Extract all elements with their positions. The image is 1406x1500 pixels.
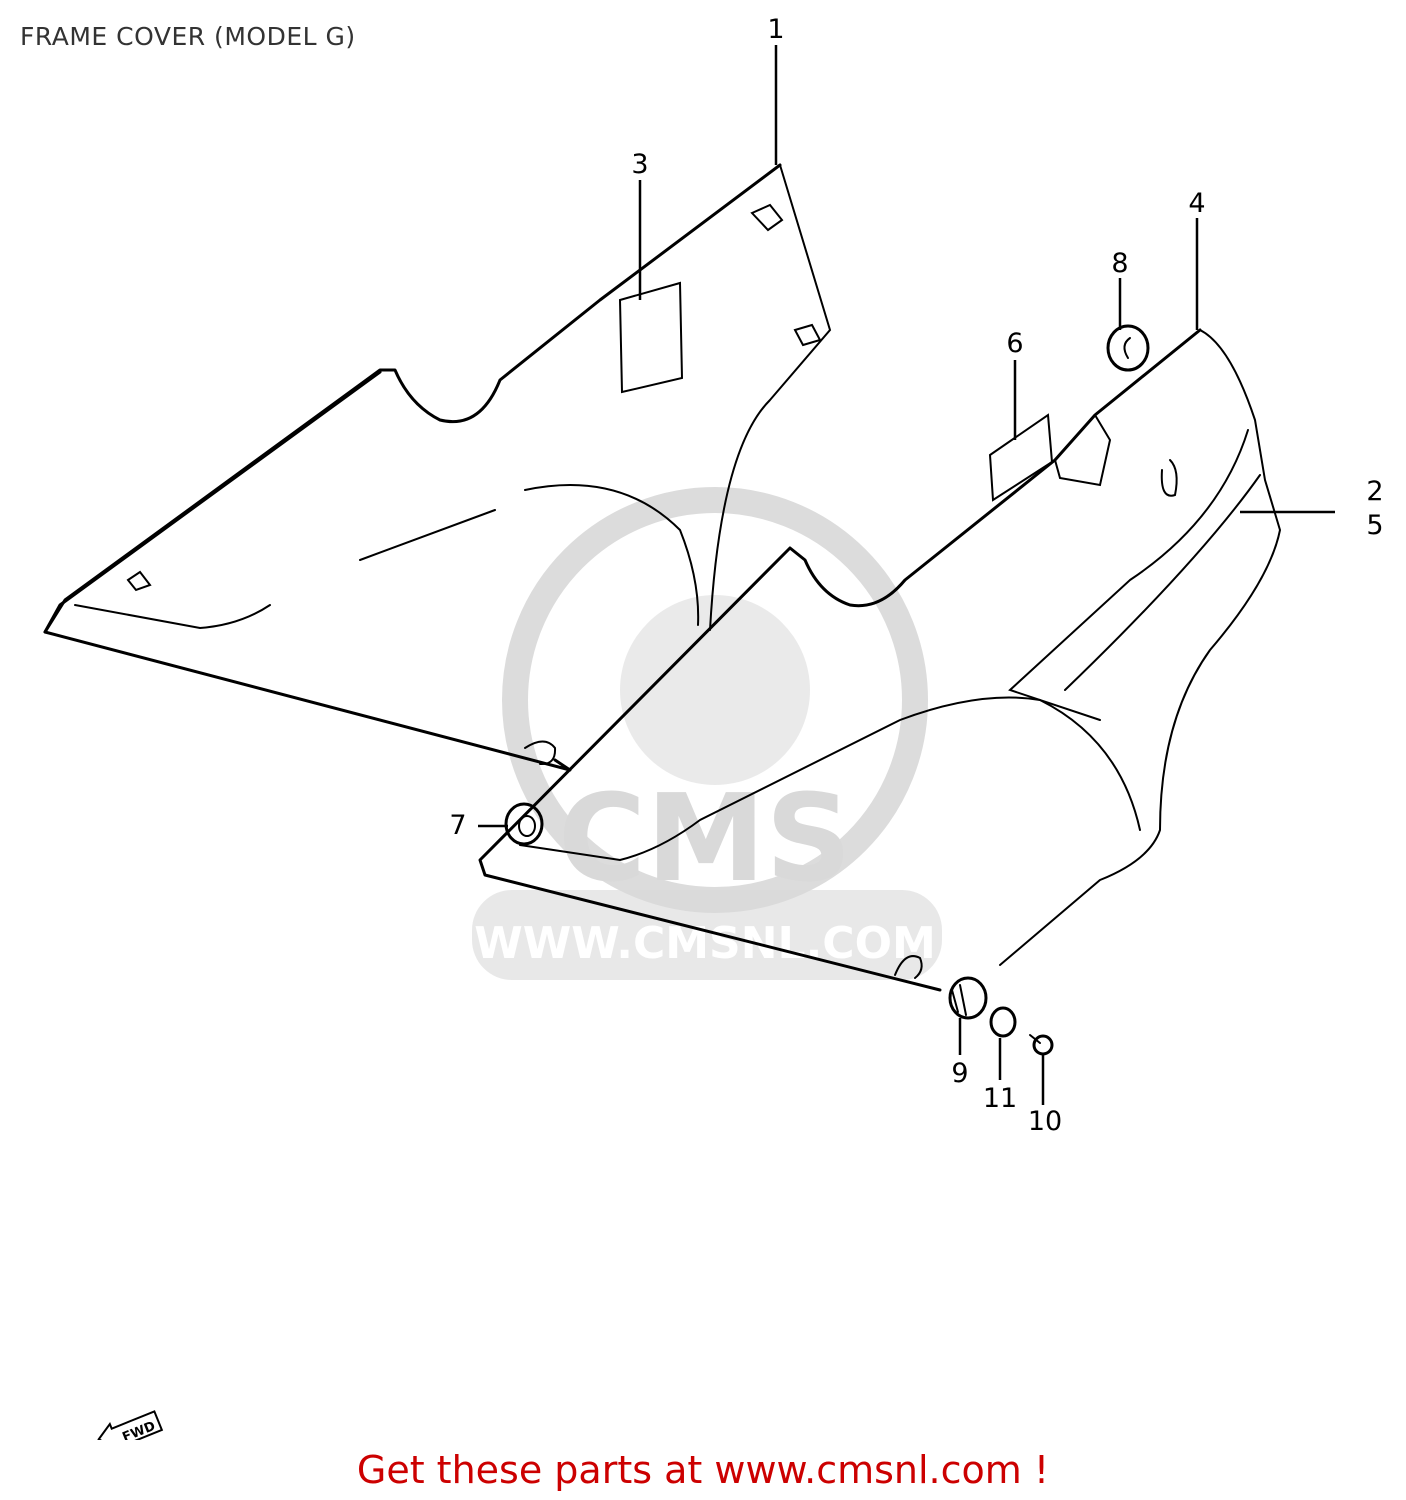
watermark-logo-text: CMS bbox=[558, 770, 852, 909]
watermark-url-text: WWW.CMSNL.COM bbox=[474, 918, 936, 969]
callout-5: 5 bbox=[1366, 510, 1383, 541]
cmsnl-watermark: CMS WWW.CMSNL.COM bbox=[472, 487, 942, 980]
callout-4: 4 bbox=[1188, 188, 1205, 219]
leader-lines bbox=[478, 45, 1335, 1105]
callout-3: 3 bbox=[631, 149, 648, 180]
callout-2: 2 bbox=[1366, 476, 1383, 507]
grommet-8 bbox=[1106, 324, 1150, 372]
callout-8: 8 bbox=[1111, 248, 1128, 279]
left-frame-cover bbox=[43, 163, 832, 772]
grommet-7 bbox=[504, 802, 544, 846]
exploded-parts-diagram: CMS WWW.CMSNL.COM bbox=[43, 14, 1384, 1440]
screw-10 bbox=[1029, 1034, 1054, 1056]
right-frame-cover bbox=[478, 328, 1282, 992]
callout-6: 6 bbox=[1006, 328, 1023, 359]
diagram-title: FRAME COVER (MODEL G) bbox=[20, 22, 356, 51]
callout-1: 1 bbox=[767, 14, 784, 45]
washer-11 bbox=[989, 1006, 1017, 1038]
callout-9: 9 bbox=[951, 1058, 968, 1089]
forward-direction-arrow: FWD bbox=[97, 1410, 164, 1440]
callout-10: 10 bbox=[1028, 1106, 1062, 1137]
callout-11: 11 bbox=[983, 1083, 1017, 1114]
callout-7: 7 bbox=[449, 810, 466, 841]
footer-link-text[interactable]: Get these parts at www.cmsnl.com ! bbox=[356, 1448, 1050, 1492]
grommet-9 bbox=[948, 976, 988, 1020]
